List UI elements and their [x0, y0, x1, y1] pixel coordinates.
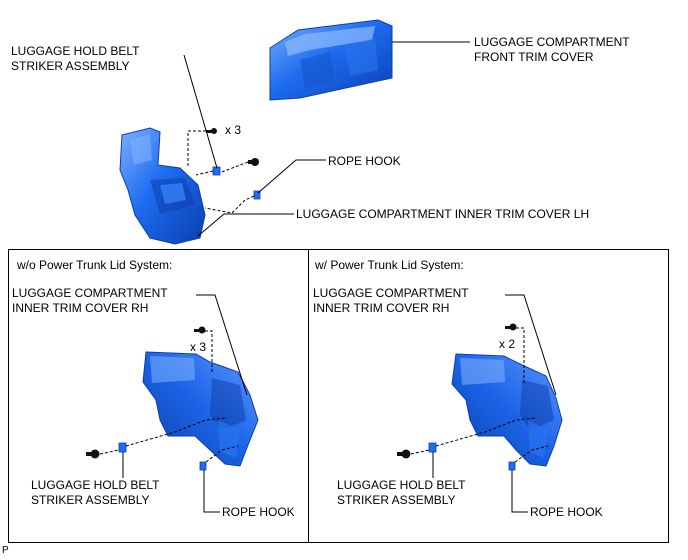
- inner-trim-cover-rh-left-part: [142, 351, 259, 467]
- rope-hook-top-part: [253, 190, 261, 200]
- inner-trim-cover-lh-part: [119, 127, 206, 245]
- label-qty-right: x 2: [499, 337, 516, 351]
- front-trim-cover-part: [269, 19, 393, 101]
- label-qty-top: x 3: [225, 123, 242, 137]
- rope-hook-left-part: [199, 461, 207, 471]
- label-striker-right: LUGGAGE HOLD BELT STRIKER ASSEMBLY: [337, 478, 466, 507]
- variant-panel-right: [308, 249, 669, 543]
- clip-left: [194, 326, 206, 334]
- title-without-power-trunk-lid: w/o Power Trunk Lid System:: [17, 258, 173, 272]
- dashed-guides-left: [99, 330, 239, 463]
- dashed-guides-top: [187, 130, 255, 214]
- leaders-top: [183, 54, 326, 237]
- label-inner-trim-rh-left: LUGGAGE COMPARTMENT INNER TRIM COVER RH: [12, 286, 168, 315]
- striker-top-part: [212, 166, 221, 176]
- label-inner-trim-rh-right: LUGGAGE COMPARTMENT INNER TRIM COVER RH: [313, 286, 469, 315]
- dashed-guides-right: [410, 327, 549, 463]
- label-qty-left: x 3: [190, 340, 207, 354]
- page-code: P: [2, 545, 9, 556]
- label-rope-hook-left: ROPE HOOK: [222, 505, 295, 519]
- leaders-left: [122, 294, 248, 513]
- clip-right: [505, 323, 517, 331]
- label-striker-top: LUGGAGE HOLD BELT STRIKER ASSEMBLY: [11, 44, 140, 73]
- label-rope-hook-top: ROPE HOOK: [328, 154, 401, 168]
- label-inner-trim-lh: LUGGAGE COMPARTMENT INNER TRIM COVER LH: [296, 207, 590, 221]
- screw-left: [86, 449, 100, 459]
- screw-right: [397, 449, 411, 459]
- label-front-trim-cover: LUGGAGE COMPARTMENT FRONT TRIM COVER: [474, 35, 630, 64]
- title-with-power-trunk-lid: w/ Power Trunk Lid System:: [315, 258, 464, 272]
- clip-top: [206, 128, 217, 134]
- screw-top: [248, 158, 259, 166]
- leaders-right: [432, 294, 557, 513]
- label-striker-left: LUGGAGE HOLD BELT STRIKER ASSEMBLY: [31, 478, 160, 507]
- inner-trim-cover-rh-right-part: [451, 353, 563, 467]
- label-rope-hook-right: ROPE HOOK: [530, 505, 603, 519]
